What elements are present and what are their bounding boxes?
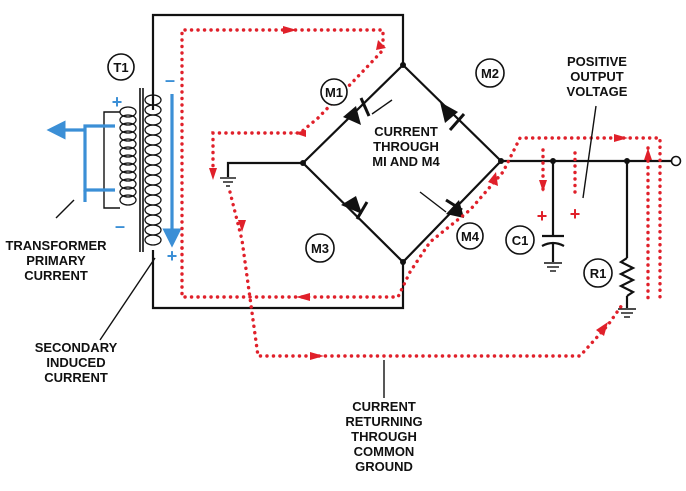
svg-text:OUTPUT: OUTPUT <box>570 69 624 84</box>
plus-output: + <box>570 204 581 224</box>
label-c1: C1 <box>505 225 535 255</box>
current-path <box>180 26 662 360</box>
circuit-wiring <box>151 13 682 310</box>
label-r1: R1 <box>583 258 613 288</box>
transformer-t1 <box>103 88 162 252</box>
svg-text:COMMON: COMMON <box>354 444 415 459</box>
svg-text:POSITIVE: POSITIVE <box>567 54 627 69</box>
svg-text:RETURNING: RETURNING <box>345 414 422 429</box>
pointer-lines <box>99 99 597 341</box>
callout-through: CURRENT THROUGH MI AND M4 <box>372 124 440 169</box>
polarity-marks: + – – + + + <box>112 70 581 266</box>
svg-text:M2: M2 <box>481 66 499 81</box>
label-m1: M1 <box>320 78 348 106</box>
svg-text:CURRENT: CURRENT <box>24 268 88 283</box>
minus-primary: – <box>115 216 125 236</box>
svg-text:INDUCED: INDUCED <box>46 355 105 370</box>
callout-return-ground: CURRENT RETURNING THROUGH COMMON GROUND <box>345 399 422 474</box>
svg-text:THROUGH: THROUGH <box>373 139 439 154</box>
svg-text:M3: M3 <box>311 241 329 256</box>
svg-text:VOLTAGE: VOLTAGE <box>567 84 628 99</box>
svg-text:R1: R1 <box>590 266 607 281</box>
diode-m3 <box>341 196 369 220</box>
svg-text:CURRENT: CURRENT <box>374 124 438 139</box>
svg-text:M1: M1 <box>325 85 343 100</box>
resistor-r1 <box>618 161 636 318</box>
svg-text:CURRENT: CURRENT <box>352 399 416 414</box>
callout-primary-current: TRANSFORMER PRIMARY CURRENT <box>5 238 107 283</box>
svg-text:TRANSFORMER: TRANSFORMER <box>5 238 107 253</box>
svg-text:MI AND M4: MI AND M4 <box>372 154 440 169</box>
svg-text:CURRENT: CURRENT <box>44 370 108 385</box>
svg-text:THROUGH: THROUGH <box>351 429 417 444</box>
callout-secondary-current: SECONDARY INDUCED CURRENT <box>35 340 118 385</box>
svg-text:SECONDARY: SECONDARY <box>35 340 118 355</box>
plus-secondary: + <box>167 246 178 266</box>
svg-text:T1: T1 <box>113 60 128 75</box>
svg-text:PRIMARY: PRIMARY <box>26 253 86 268</box>
label-t1: T1 <box>107 53 135 81</box>
label-m3: M3 <box>305 233 335 263</box>
minus-secondary: – <box>165 70 175 90</box>
callout-positive-output: POSITIVE OUTPUT VOLTAGE <box>567 54 628 99</box>
diode-m2 <box>440 102 466 131</box>
plus-c1: + <box>537 206 548 226</box>
svg-text:GROUND: GROUND <box>355 459 413 474</box>
svg-text:M4: M4 <box>461 229 480 244</box>
diode-m1 <box>343 97 371 125</box>
label-m2: M2 <box>475 58 505 88</box>
capacitor-c1 <box>541 161 565 272</box>
transformer-current-arrows <box>46 94 182 248</box>
label-m4: M4 <box>456 222 484 250</box>
plus-primary: + <box>112 92 123 112</box>
diode-m4 <box>445 198 464 218</box>
svg-text:C1: C1 <box>512 233 529 248</box>
